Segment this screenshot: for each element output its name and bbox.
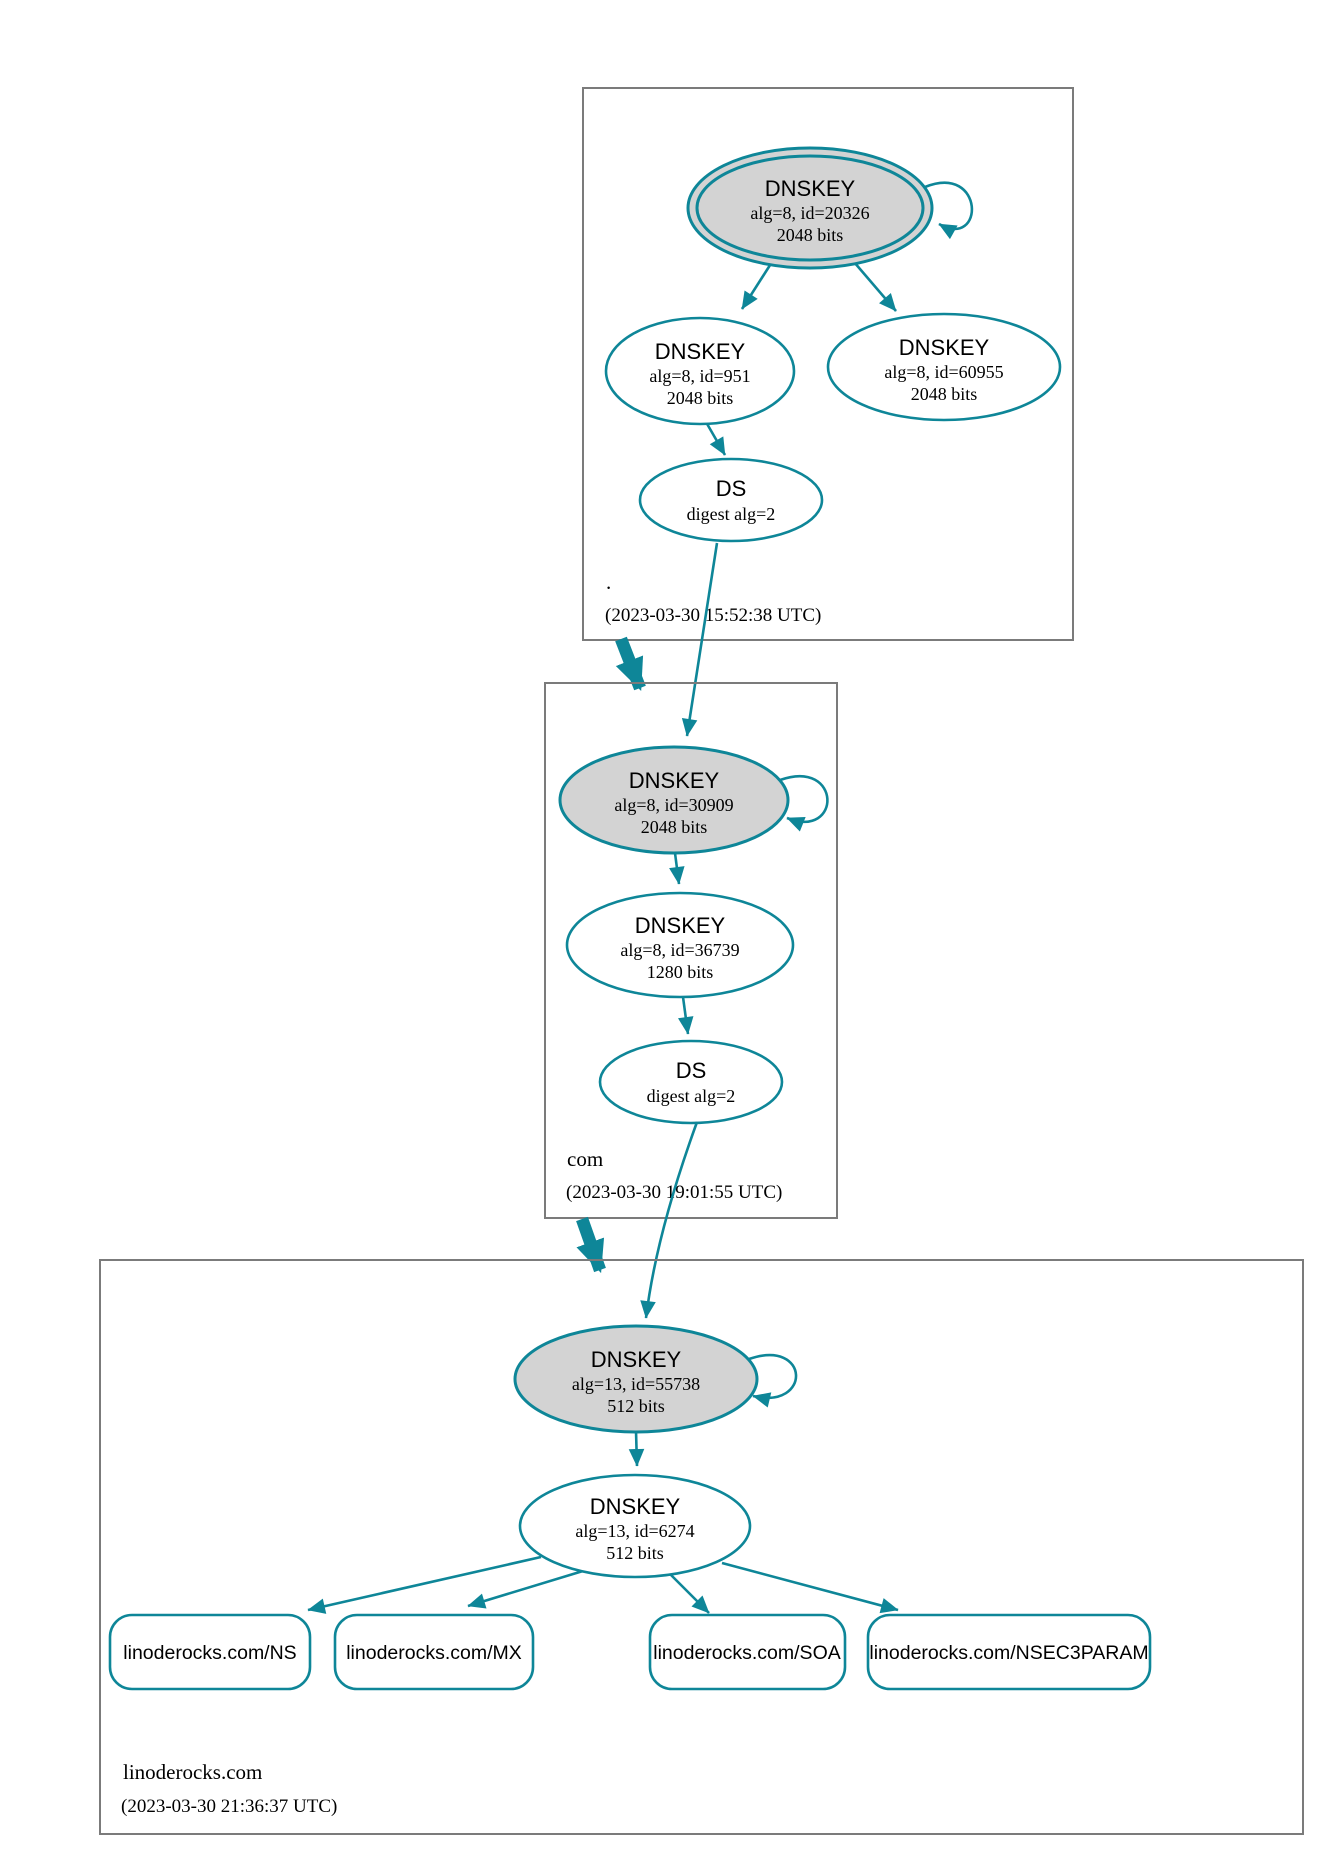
edge-linoderocks-ksk-selfloop: [748, 1353, 798, 1408]
node-root-dnskey-951[interactable]: DNSKEY alg=8, id=951 2048 bits: [604, 316, 796, 426]
com-ksk-detail: alg=8, id=30909: [614, 795, 733, 815]
root-zsk-60955-title: DNSKEY: [899, 335, 990, 360]
zone-box-com: [544, 682, 838, 1219]
root-zsk-951-ellipse: [604, 316, 796, 426]
root-ksk-detail: alg=8, id=20326: [750, 203, 869, 223]
root-zsk-60955-detail: alg=8, id=60955: [884, 362, 1003, 382]
edge-com-zsk-to-ds: [677, 996, 694, 1035]
root-zsk-60955-ellipse: [826, 312, 1062, 422]
com-zsk-ellipse: [565, 891, 795, 999]
root-zsk-951-title: DNSKEY: [655, 339, 746, 364]
node-root-dnskey-60955[interactable]: DNSKEY alg=8, id=60955 2048 bits: [826, 312, 1062, 422]
linoderocks-zsk-detail: alg=13, id=6274: [575, 1521, 694, 1541]
root-ds-detail: digest alg=2: [687, 504, 776, 524]
edge-root-ksk-selfloop: [924, 181, 974, 240]
node-com-ds[interactable]: DS digest alg=2: [598, 1039, 784, 1125]
edge-com-ksk-to-zsk: [669, 852, 685, 885]
linoderocks-ksk-size: 512 bits: [607, 1396, 665, 1416]
linoderocks-zsk-ellipse: [518, 1473, 752, 1579]
edge-root-ksk-to-zsk-951: [740, 261, 774, 310]
linoderocks-zsk-title: DNSKEY: [590, 1494, 681, 1519]
root-ds-ellipse: [638, 457, 824, 543]
edge-linoderocks-ksk-to-zsk: [628, 1430, 645, 1467]
node-rrset-ns[interactable]: linoderocks.com/NS: [108, 1613, 312, 1691]
edge-root-ksk-to-zsk-60955: [853, 261, 897, 312]
edge-linoderocks-zsk-to-ns: [307, 1555, 542, 1614]
edge-delegation-com-to-linoderocks: [576, 1216, 606, 1274]
com-ksk-ellipse: [558, 745, 790, 855]
edge-com-ksk-selfloop: [779, 774, 829, 832]
com-zsk-size: 1280 bits: [647, 962, 714, 982]
rrset-soa-label: linoderocks.com/SOA: [653, 1642, 841, 1664]
edge-linoderocks-zsk-to-nsec3param: [721, 1561, 899, 1614]
com-ksk-title: DNSKEY: [629, 768, 720, 793]
node-rrset-nsec3param[interactable]: linoderocks.com/NSEC3PARAM: [866, 1613, 1152, 1691]
root-zsk-951-detail: alg=8, id=951: [649, 366, 750, 386]
com-zsk-title: DNSKEY: [635, 913, 726, 938]
zone-root: . (2023-03-30 15:52:38 UTC) DNSKEY alg=8…: [582, 87, 1074, 641]
linoderocks-ksk-title: DNSKEY: [591, 1347, 682, 1372]
node-root-ds[interactable]: DS digest alg=2: [638, 457, 824, 543]
zone-label-linoderocks-com: linoderocks.com: [123, 1760, 262, 1784]
zone-timestamp-root: (2023-03-30 15:52:38 UTC): [605, 605, 821, 626]
node-com-dnskey-36739[interactable]: DNSKEY alg=8, id=36739 1280 bits: [565, 891, 795, 999]
node-rrset-soa[interactable]: linoderocks.com/SOA: [648, 1613, 847, 1691]
edge-root-ds-to-com-ksk: [681, 542, 719, 737]
root-ksk-inner-ellipse: [695, 154, 925, 262]
com-ds-ellipse: [598, 1039, 784, 1125]
node-rrset-mx[interactable]: linoderocks.com/MX: [333, 1613, 535, 1691]
com-zsk-detail: alg=8, id=36739: [620, 940, 739, 960]
com-ds-detail: digest alg=2: [647, 1086, 736, 1106]
node-linoderocks-dnskey-6274[interactable]: DNSKEY alg=13, id=6274 512 bits: [518, 1473, 752, 1579]
node-linoderocks-dnskey-55738[interactable]: DNSKEY alg=13, id=55738 512 bits: [513, 1324, 759, 1434]
edge-linoderocks-zsk-to-mx: [467, 1569, 584, 1609]
linoderocks-ksk-ellipse: [513, 1324, 759, 1434]
zone-linoderocks-com: linoderocks.com (2023-03-30 21:36:37 UTC…: [99, 1259, 1304, 1835]
rrset-mx-box: [333, 1613, 535, 1691]
root-ksk-title: DNSKEY: [765, 176, 856, 201]
zone-label-com: com: [567, 1147, 603, 1171]
root-ksk-size: 2048 bits: [777, 225, 844, 245]
rrset-mx-label: linoderocks.com/MX: [346, 1642, 522, 1664]
zone-timestamp-linoderocks-com: (2023-03-30 21:36:37 UTC): [121, 1796, 337, 1817]
root-zsk-951-size: 2048 bits: [667, 388, 734, 408]
rrset-nsec3param-label: linoderocks.com/NSEC3PARAM: [869, 1642, 1148, 1664]
linoderocks-ksk-detail: alg=13, id=55738: [572, 1374, 700, 1394]
root-zsk-60955-size: 2048 bits: [911, 384, 978, 404]
node-root-dnskey-20326[interactable]: DNSKEY alg=8, id=20326 2048 bits: [686, 146, 934, 270]
zone-label-root: .: [606, 570, 611, 594]
rrset-soa-box: [648, 1613, 847, 1691]
edge-delegation-root-to-com: [615, 636, 646, 692]
rrset-ns-label: linoderocks.com/NS: [123, 1642, 296, 1664]
root-ds-title: DS: [716, 476, 747, 501]
node-com-dnskey-30909[interactable]: DNSKEY alg=8, id=30909 2048 bits: [558, 745, 790, 855]
linoderocks-zsk-size: 512 bits: [606, 1543, 664, 1563]
zone-box-linoderocks-com: [99, 1259, 1304, 1835]
edge-linoderocks-zsk-to-soa: [668, 1572, 710, 1614]
edge-com-ds-to-linoderocks-ksk: [640, 1121, 699, 1319]
rrset-ns-box: [108, 1613, 312, 1691]
com-ds-title: DS: [676, 1058, 707, 1083]
edge-root-zsk-951-to-ds: [704, 421, 727, 456]
com-ksk-size: 2048 bits: [641, 817, 708, 837]
rrset-nsec3param-box: [866, 1613, 1152, 1691]
zone-box-root: [582, 87, 1074, 641]
